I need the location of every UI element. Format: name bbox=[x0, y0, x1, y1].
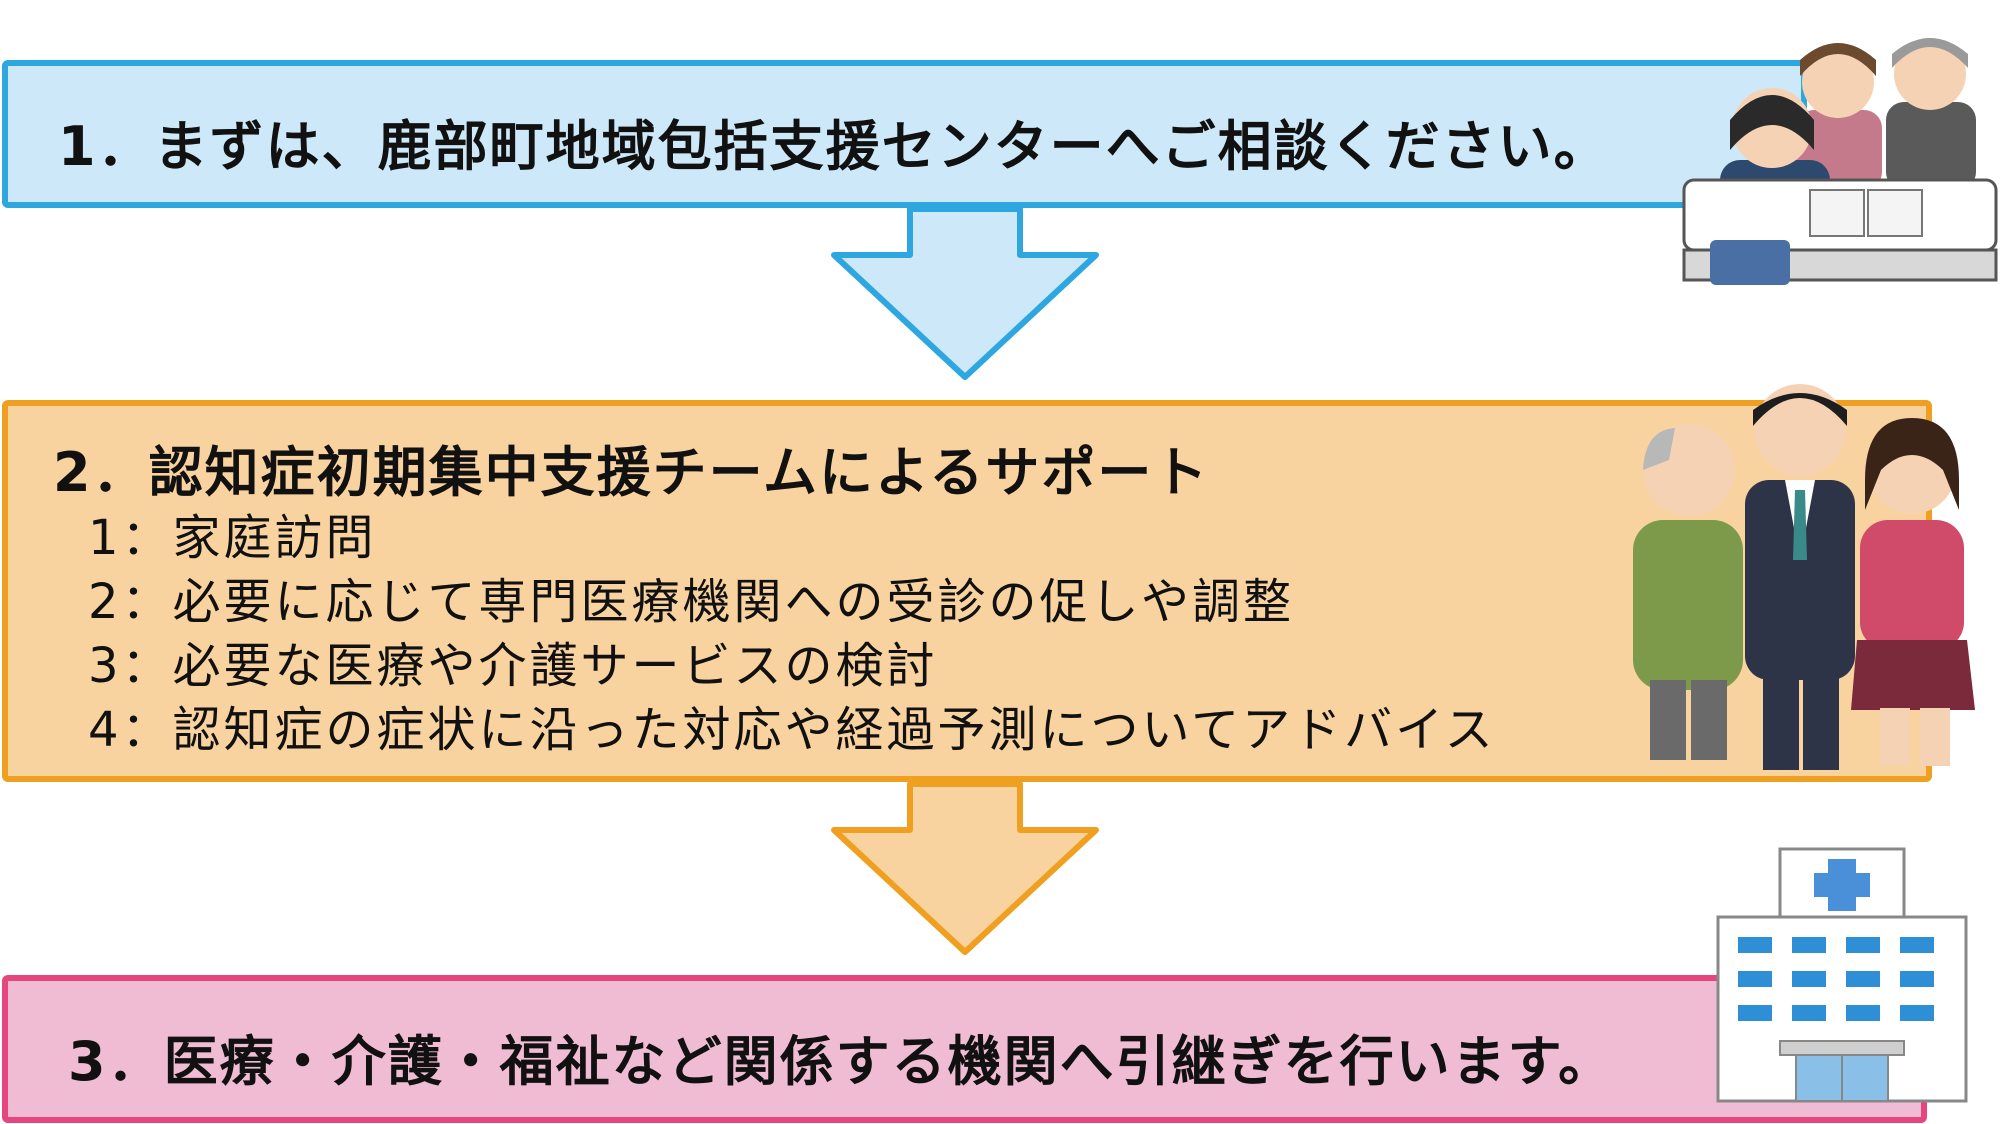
down-arrow-2 bbox=[831, 781, 1099, 955]
support-team-illustration bbox=[1633, 384, 1975, 770]
step-2-box: 2．認知症初期集中支援チームによるサポート 1：家庭訪問 2：必要に応じて専門医… bbox=[2, 400, 1932, 782]
down-arrow-1 bbox=[831, 206, 1099, 380]
support-item: 4：認知症の症状に沿った対応や経過予測についてアドバイス bbox=[88, 702, 1496, 758]
step-1-title: 1．まずは、鹿部町地域包括支援センターへご相談ください。 bbox=[58, 115, 1610, 178]
step-3-title: 3．医療・介護・福祉など関係する機関へ引継ぎを行います。 bbox=[68, 1030, 1615, 1093]
step-3-box: 3．医療・介護・福祉など関係する機関へ引継ぎを行います。 bbox=[2, 975, 1927, 1123]
hospital-icon bbox=[1716, 847, 1968, 1103]
support-item: 2：必要に応じて専門医療機関への受診の促しや調整 bbox=[88, 574, 1295, 630]
consultation-illustration bbox=[1682, 38, 1998, 285]
step-2-title: 2．認知症初期集中支援チームによるサポート bbox=[53, 441, 1210, 504]
support-item-list: 1：家庭訪問 2：必要に応じて専門医療機関への受診の促しや調整 3：必要な医療や… bbox=[88, 506, 1496, 762]
support-item: 1：家庭訪問 bbox=[88, 510, 377, 566]
support-item: 3：必要な医療や介護サービスの検討 bbox=[88, 638, 938, 694]
step-1-box: 1．まずは、鹿部町地域包括支援センターへご相談ください。 bbox=[2, 60, 1807, 208]
